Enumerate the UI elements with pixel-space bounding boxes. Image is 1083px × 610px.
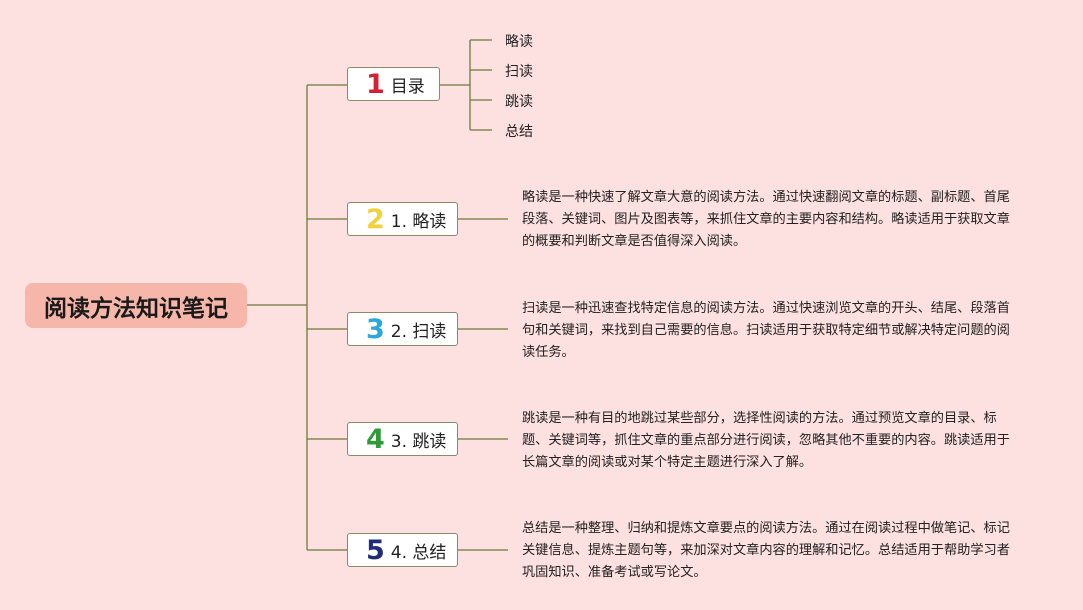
branch-node-toc[interactable]: 1 目录 <box>347 67 440 101</box>
description-summary[interactable]: 总结是一种整理、归纳和提炼文章要点的阅读方法。通过在阅读过程中做笔记、标记关键信… <box>522 521 1010 580</box>
branch-label-skipping: 3. 跳读 <box>390 431 447 452</box>
toc-item-skipping[interactable]: 跳读 <box>505 94 533 110</box>
toc-item-skimming[interactable]: 略读 <box>505 34 533 50</box>
toc-item-scanning[interactable]: 扫读 <box>505 64 533 80</box>
branch-label-toc: 目录 <box>390 76 425 97</box>
number-3-icon: 3 <box>366 313 385 345</box>
number-4-icon: 4 <box>366 423 385 455</box>
toc-item-summary[interactable]: 总结 <box>505 124 533 140</box>
number-1-icon: 1 <box>366 68 385 100</box>
branch-node-scanning[interactable]: 3 2. 扫读 <box>347 312 458 346</box>
number-5-icon: 5 <box>366 534 385 566</box>
branch-node-skimming[interactable]: 2 1. 略读 <box>347 202 458 236</box>
number-2-icon: 2 <box>366 203 385 235</box>
root-title: 阅读方法知识笔记 <box>44 295 228 322</box>
branch-node-skipping[interactable]: 4 3. 跳读 <box>347 422 458 456</box>
description-scanning[interactable]: 扫读是一种迅速查找特定信息的阅读方法。通过快速浏览文章的开头、结尾、段落首句和关… <box>522 301 1010 360</box>
branch-label-summary: 4. 总结 <box>390 542 447 563</box>
description-skimming[interactable]: 略读是一种快速了解文章大意的阅读方法。通过快速翻阅文章的标题、副标题、首尾段落、… <box>522 190 1010 249</box>
description-skipping[interactable]: 跳读是一种有目的地跳过某些部分，选择性阅读的方法。通过预览文章的目录、标题、关键… <box>522 411 1010 470</box>
root-node[interactable]: 阅读方法知识笔记 <box>25 283 247 328</box>
branch-node-summary[interactable]: 5 4. 总结 <box>347 533 458 567</box>
branch-label-skimming: 1. 略读 <box>390 211 447 232</box>
branch-label-scanning: 2. 扫读 <box>390 321 447 342</box>
